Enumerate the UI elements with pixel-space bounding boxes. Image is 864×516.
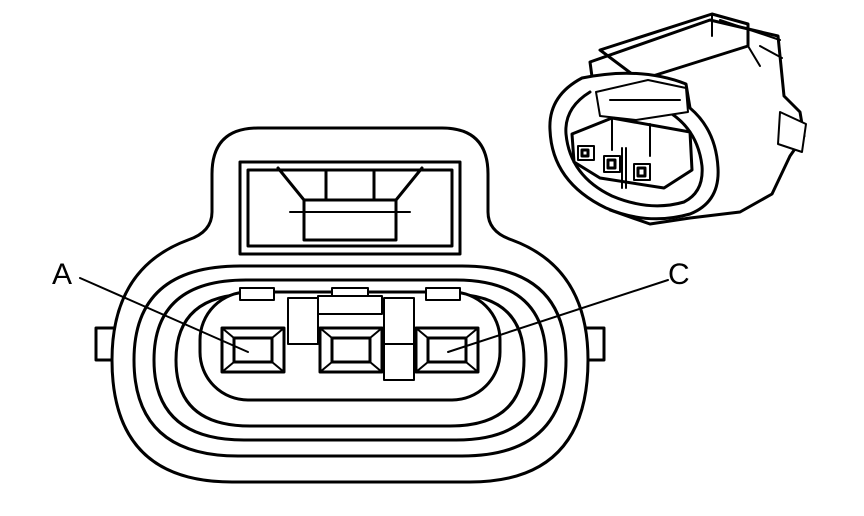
leader-line-a [79, 277, 249, 353]
connector-face-view [94, 126, 606, 484]
connector-isometric-view [548, 12, 807, 226]
terminal-cavity-c [414, 326, 480, 374]
seal-ring-middle [152, 278, 548, 442]
iso-terminal-block [570, 116, 694, 190]
callouts: A C [52, 258, 690, 353]
cavity-keys [239, 287, 461, 381]
terminal-cavity-a [220, 326, 286, 374]
seal-ring-inner [174, 292, 526, 428]
seal-ring-outer [132, 264, 568, 458]
terminal-cavity-b [318, 326, 384, 374]
latch [238, 160, 462, 256]
pin-label-c: C [668, 258, 690, 291]
leader-line-c [447, 279, 669, 353]
pin-label-a: A [52, 258, 72, 291]
